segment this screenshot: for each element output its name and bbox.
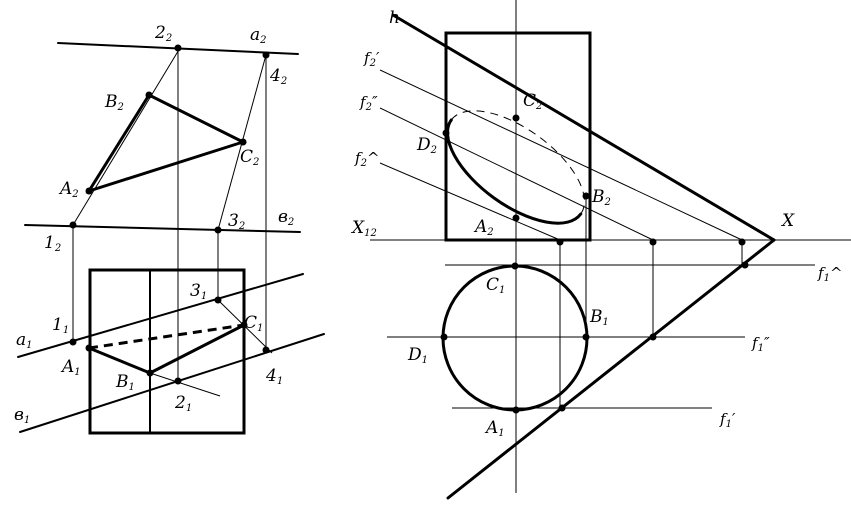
label-b1: B1 — [115, 372, 135, 393]
label-2-1: 21 — [174, 393, 192, 414]
label-b-2: в2 — [278, 207, 294, 228]
point-d2 — [442, 129, 450, 137]
tri-a1-c1-hidden — [88, 323, 245, 350]
point-c2-right — [512, 114, 520, 122]
tri-a1-b1 — [87, 346, 152, 375]
label-f1-caret: f1^ — [817, 264, 843, 284]
line-2-1-projection — [72, 47, 181, 226]
point-b2-right — [582, 192, 590, 200]
label-c1: C1 — [244, 313, 263, 334]
label-d1: D1 — [407, 345, 428, 366]
line-b1 — [19, 333, 325, 433]
point-a1-right — [512, 406, 520, 414]
label-4-2: 42 — [269, 66, 287, 87]
right-frame-rect — [444, 31, 592, 242]
triangle-front — [85, 93, 247, 194]
label-c2-right: C2 — [523, 91, 542, 112]
point-a1 — [85, 344, 93, 352]
label-b2: B2 — [104, 92, 124, 113]
tri-b1-c1 — [148, 323, 246, 375]
line-f2-prime — [379, 69, 743, 241]
point-c2 — [239, 138, 247, 146]
point-2-1 — [174, 377, 182, 385]
point-d1 — [440, 333, 448, 341]
label-f1-double: f1″ — [751, 334, 770, 354]
point-a2 — [85, 187, 93, 195]
label-b1-right: B1 — [589, 307, 609, 328]
point-a2-right — [512, 214, 520, 222]
point-653-337 — [649, 333, 657, 341]
point-562-408 — [558, 404, 566, 412]
label-1-1: 11 — [52, 315, 69, 336]
point-742-240 — [738, 238, 746, 246]
trace-h — [391, 13, 776, 242]
line-b1-2-1 — [149, 372, 221, 397]
trace-lower — [446, 238, 776, 500]
point-3-2 — [214, 226, 222, 234]
label-1-2: 12 — [44, 233, 61, 254]
point-b2 — [145, 91, 153, 99]
label-c1-right: C1 — [486, 275, 505, 296]
label-b2-right: B2 — [591, 187, 611, 208]
point-4-1 — [262, 346, 270, 354]
label-a2-right: A2 — [473, 217, 494, 238]
left-frame-rect — [88, 268, 246, 435]
point-c1 — [240, 321, 248, 329]
point-b1 — [146, 369, 154, 377]
point-560-240 — [556, 238, 564, 246]
line-f2-double — [379, 107, 654, 241]
label-x: X — [780, 211, 795, 231]
point-1-1 — [69, 338, 77, 346]
label-3-2: 32 — [228, 211, 245, 232]
point-745-265 — [741, 261, 749, 269]
label-4-1: 41 — [265, 366, 283, 387]
label-a1-point: A1 — [60, 357, 81, 378]
left-diagram: 22 a2 B2 42 C2 A2 12 32 в2 31 11 C1 a1 A… — [14, 23, 325, 435]
point-1-2 — [69, 221, 77, 229]
line-a1 — [17, 273, 304, 358]
point-c1-right — [511, 262, 519, 270]
label-d2: D2 — [416, 135, 437, 156]
label-c2: C2 — [240, 147, 259, 168]
circle-horizontal-projection — [441, 264, 589, 412]
point-b1-right — [582, 333, 590, 341]
label-x12: X12 — [350, 218, 377, 239]
label-b-1: в1 — [14, 405, 30, 426]
label-2-2: 22 — [154, 23, 172, 44]
label-f2-prime: f2′ — [363, 49, 380, 69]
label-a1: a1 — [16, 330, 33, 351]
line-b2 — [24, 224, 301, 233]
point-3-1 — [214, 296, 222, 304]
point-4-2 — [262, 51, 270, 59]
right-diagram: h f2′ C2 f2″ D2 f2^ B2 X12 A2 X f1^ C1 B… — [350, 0, 851, 500]
label-a1-right: A1 — [484, 418, 505, 439]
label-3-1: 31 — [190, 281, 207, 302]
label-f1-prime: f1′ — [719, 410, 736, 430]
label-f2-double: f2″ — [359, 93, 378, 113]
point-2-2 — [174, 44, 182, 52]
point-653-240 — [649, 238, 657, 246]
line-f2-caret — [379, 162, 561, 241]
label-a2-point: A2 — [58, 179, 79, 200]
label-f2-caret: f2^ — [354, 149, 380, 169]
label-h: h — [389, 8, 400, 28]
ellipse-visible — [446, 118, 583, 225]
label-a2: a2 — [250, 25, 267, 46]
